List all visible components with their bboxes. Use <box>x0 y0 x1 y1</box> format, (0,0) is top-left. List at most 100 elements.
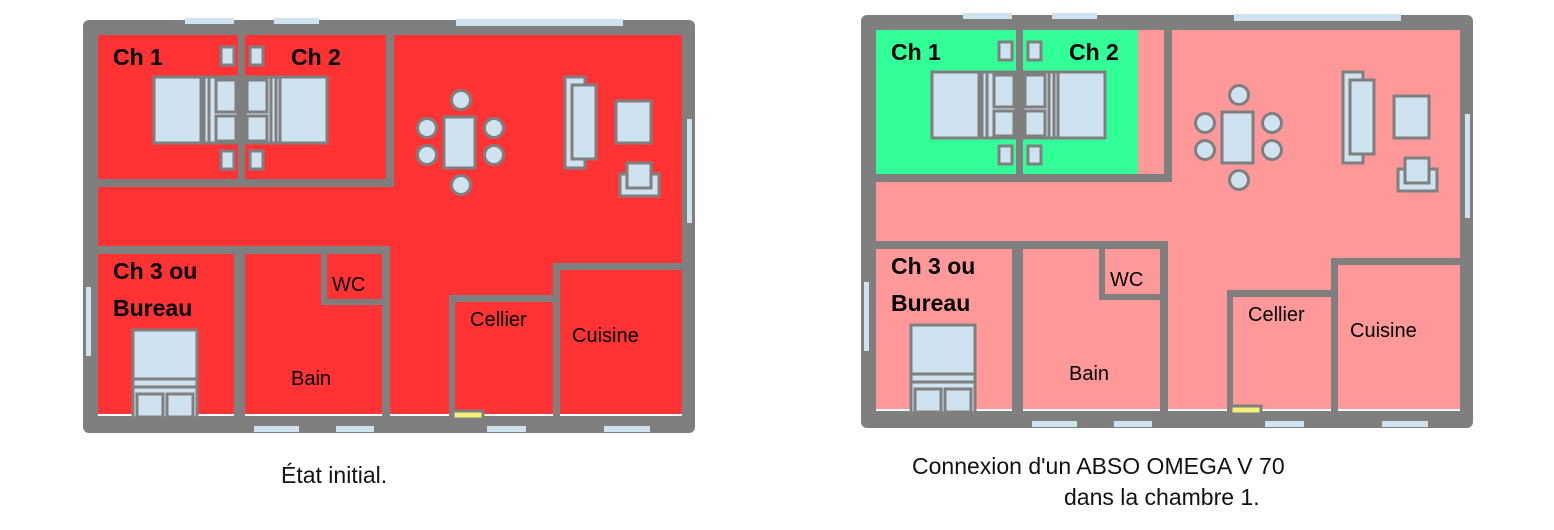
window <box>1234 14 1401 21</box>
window <box>274 18 319 24</box>
pillow <box>1023 109 1047 138</box>
window <box>1465 114 1470 218</box>
coffee-table <box>614 99 653 145</box>
chair <box>450 89 472 111</box>
pillow <box>245 78 269 114</box>
label-cuisine: Cuisine <box>1350 320 1417 342</box>
label-bureau: Bureau <box>113 295 192 321</box>
wall-bedrooms-bottom <box>876 174 1172 182</box>
mattress-ch2 <box>1056 70 1107 140</box>
nightstand <box>997 40 1014 62</box>
door-heater <box>451 409 485 421</box>
bed-strip <box>1047 70 1056 140</box>
label-ch2: Ch 2 <box>291 44 341 70</box>
window <box>687 119 692 223</box>
window <box>185 18 234 24</box>
nightstand <box>1026 40 1043 62</box>
nightstand <box>1026 144 1043 166</box>
wall-ch3-bain <box>1012 241 1023 411</box>
wall-ch2-right <box>1164 30 1172 182</box>
pillow <box>992 109 1016 138</box>
chair <box>450 174 472 196</box>
window <box>1382 421 1428 427</box>
window <box>604 426 650 432</box>
wall-ch1-ch2 <box>238 35 245 185</box>
label-ch2: Ch 2 <box>1069 39 1119 65</box>
nightstand <box>248 45 265 67</box>
bed-strip <box>269 75 278 145</box>
wall-cuisine-left <box>553 263 560 416</box>
label-ch1: Ch 1 <box>891 39 941 65</box>
pillow <box>913 387 943 414</box>
wall-wc-left <box>321 250 327 305</box>
dining-table <box>442 115 477 170</box>
label-cuisine: Cuisine <box>572 325 639 347</box>
sofa <box>1348 78 1376 156</box>
chair <box>1194 112 1216 134</box>
wall-cellier-left <box>449 295 455 416</box>
chair <box>483 144 505 166</box>
window <box>1265 421 1304 427</box>
pillow <box>943 387 973 414</box>
nightstand <box>219 45 236 67</box>
chair <box>1228 169 1250 191</box>
caption-after-line2: dans la chambre 1. <box>1064 484 1260 510</box>
label-cellier: Cellier <box>470 309 527 331</box>
window <box>1052 13 1097 19</box>
window <box>336 426 374 432</box>
nightstand <box>248 149 265 171</box>
label-cellier: Cellier <box>1248 304 1305 326</box>
wall-cellier-top <box>1227 290 1338 297</box>
window <box>1114 421 1152 427</box>
wall-bedrooms-bottom <box>98 179 394 187</box>
coffee-table <box>1392 94 1431 140</box>
chair <box>416 144 438 166</box>
window <box>487 426 526 432</box>
label-bureau: Bureau <box>891 290 970 316</box>
mattress-ch1 <box>152 75 203 145</box>
caption-initial: État initial. <box>281 462 388 488</box>
chair <box>1261 112 1283 134</box>
wall-wc-left <box>1099 245 1105 300</box>
window <box>254 426 299 432</box>
window <box>86 287 91 356</box>
bed-strip <box>131 377 199 389</box>
label-ch3: Ch 3 ou <box>113 258 197 284</box>
wall-wc-right <box>382 250 390 416</box>
label-bain: Bain <box>291 368 331 390</box>
pillow <box>1023 73 1047 109</box>
pillow <box>165 392 195 419</box>
pillow <box>135 392 165 419</box>
chair <box>1228 84 1250 106</box>
sofa <box>570 83 598 161</box>
wall-cuisine-top <box>553 263 682 270</box>
wall-cellier-top <box>449 295 560 302</box>
mattress-ch2 <box>278 75 329 145</box>
pillow <box>992 73 1016 109</box>
chair <box>483 117 505 139</box>
pillow <box>214 114 238 143</box>
window <box>963 13 1012 19</box>
caption-after-line1: Connexion d'un ABSO OMEGA V 70 <box>912 453 1285 479</box>
bed-strip <box>980 70 989 140</box>
label-bain: Bain <box>1069 363 1109 385</box>
window <box>456 19 623 26</box>
label-wc: WC <box>332 274 365 296</box>
dining-table <box>1220 110 1255 165</box>
bed-strip <box>202 75 211 145</box>
wall-ch2-right <box>386 35 394 187</box>
wall-cuisine-top <box>1331 258 1460 265</box>
wall-cuisine-left <box>1331 258 1338 411</box>
wall-wc-bottom <box>321 299 390 305</box>
nightstand <box>219 149 236 171</box>
wall-wc-bottom <box>1099 294 1168 300</box>
pillow <box>245 114 269 143</box>
mattress-ch1 <box>930 70 981 140</box>
nightstand <box>997 144 1014 166</box>
wall-ch1-ch2 <box>1016 30 1023 180</box>
window <box>864 282 869 351</box>
armchair <box>625 161 653 190</box>
